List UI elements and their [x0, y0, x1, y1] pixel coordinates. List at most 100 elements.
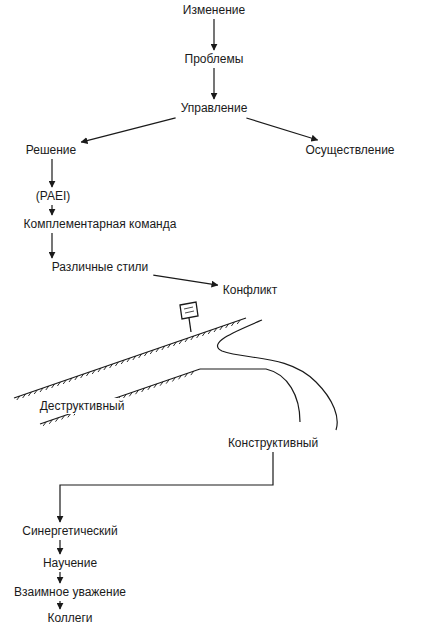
grass-tick [179, 375, 182, 379]
grass-tick [56, 418, 59, 422]
grass-tick [17, 396, 20, 400]
grass-tick [148, 386, 151, 390]
grass-tick [121, 360, 124, 364]
text-node: Управление [178, 100, 251, 116]
node-label: Различные стили [52, 260, 149, 274]
grass-tick [150, 350, 153, 354]
signpost [180, 302, 198, 332]
grass-tick [142, 388, 145, 392]
text-node: Научение [40, 555, 100, 571]
node-label: Решение [26, 143, 76, 157]
arrow-connector [153, 275, 218, 285]
grass-tick [185, 373, 188, 377]
text-node: Решение [23, 142, 79, 158]
grass-tick [43, 422, 46, 426]
grass-tick [23, 394, 26, 398]
text-node: Различные стили [49, 259, 152, 275]
grass-tick [208, 330, 211, 334]
grass-tick [40, 388, 43, 392]
node-label: (PAEI) [36, 189, 70, 203]
grass-tick [156, 348, 159, 352]
node-label: Взаимное уважение [14, 585, 126, 599]
grass-tick [92, 370, 95, 374]
text-node: Комплементарная команда [21, 216, 180, 232]
node-label: Изменение [183, 3, 245, 17]
grass-tick [110, 364, 113, 368]
grass-tick [28, 392, 31, 396]
grass-tick [49, 420, 52, 424]
grass-tick [191, 371, 194, 375]
grass-tick [104, 366, 107, 370]
node-label: Конфликт [223, 283, 278, 297]
arrow-connector [213, 19, 214, 50]
arrow-connector [59, 572, 60, 583]
arrow-connector [60, 452, 273, 522]
arrow-connector [51, 205, 52, 215]
grass-tick [231, 322, 234, 326]
grass-tick [166, 380, 169, 384]
grass-tick [160, 382, 163, 386]
grass-tick [179, 340, 182, 344]
text-node: Проблемы [182, 51, 247, 67]
grass-tick [139, 354, 142, 358]
grass-tick [98, 368, 101, 372]
grass-tick [52, 384, 55, 388]
text-node: Изменение [180, 2, 248, 18]
grass-tick [191, 336, 194, 340]
grass-tick [202, 332, 205, 336]
grass-tick [86, 372, 89, 376]
text-node: Деструктивный [37, 398, 128, 414]
grass-tick [185, 338, 188, 342]
grass-tick [172, 378, 175, 382]
node-label: Деструктивный [40, 399, 125, 413]
node-label: Коллеги [47, 611, 92, 625]
text-node: Взаимное уважение [11, 584, 129, 600]
arrow-connector [213, 68, 214, 99]
arrow-connector [81, 118, 175, 142]
text-node: Конфликт [220, 282, 281, 298]
road-edge [40, 369, 200, 424]
text-node: (PAEI) [33, 188, 73, 204]
grass-tick [220, 326, 223, 330]
grass-tick [237, 320, 240, 324]
node-label: Комплементарная команда [24, 217, 177, 231]
node-label: Научение [43, 556, 97, 570]
grass-tick [63, 380, 66, 384]
grass-tick [75, 376, 78, 380]
text-node: Осуществление [302, 142, 397, 158]
grass-tick [136, 390, 139, 394]
text-node: Конструктивный [225, 435, 321, 451]
grass-tick [81, 374, 84, 378]
node-label: Конструктивный [228, 436, 318, 450]
text-node: Синергетический [19, 523, 121, 539]
grass-tick [69, 378, 72, 382]
arrow-connector [51, 233, 52, 258]
grass-tick [173, 342, 176, 346]
road-edge [14, 318, 246, 398]
grass-tick [68, 413, 71, 417]
grass-tick [34, 390, 37, 394]
arrow-connector [246, 118, 317, 140]
grass-tick [57, 382, 60, 386]
road-edge [218, 320, 338, 430]
arrow-connector [59, 540, 60, 554]
grass-tick [154, 384, 157, 388]
grass-tick [214, 328, 217, 332]
node-label: Синергетический [22, 524, 118, 538]
grass-tick [129, 392, 132, 396]
arrow-connector [51, 159, 52, 187]
node-label: Осуществление [305, 143, 394, 157]
node-label: Управление [181, 101, 248, 115]
grass-tick [133, 356, 136, 360]
grass-tick [168, 344, 171, 348]
text-node: Коллеги [44, 610, 95, 626]
grass-tick [226, 324, 229, 328]
grass-tick [162, 346, 165, 350]
grass-tick [197, 334, 200, 338]
grass-tick [127, 358, 130, 362]
grass-tick [115, 362, 118, 366]
road-edge [200, 369, 300, 422]
arrow-connector [59, 601, 60, 609]
node-label: Проблемы [185, 52, 244, 66]
grass-tick [144, 352, 147, 356]
